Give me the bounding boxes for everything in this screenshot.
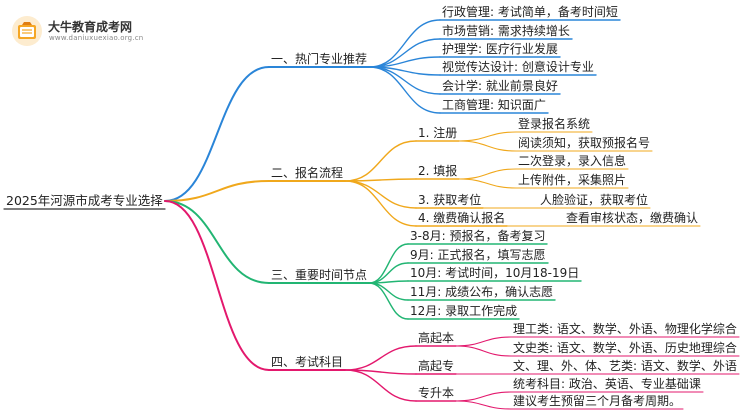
leaf-visual-design: 视觉传达设计: 创意设计专业 xyxy=(442,60,594,74)
branch-connector xyxy=(164,180,270,202)
step-detail: 查看审核状态，缴费确认 xyxy=(566,211,699,225)
leaf-connector xyxy=(455,400,512,410)
branch-hot-majors: 一、热门专业推荐 xyxy=(271,52,368,66)
child-connector xyxy=(368,66,441,114)
child-connector xyxy=(368,262,409,284)
branch-key-dates: 三、重要时间节点 xyxy=(271,268,368,282)
date-item: 3-8月: 预报名，备考复习 xyxy=(410,229,546,243)
child-connector xyxy=(368,282,409,320)
leaf-nursing: 护理学: 医疗行业发展 xyxy=(442,42,558,56)
leaf-marketing: 市场营销: 需求持续增长 xyxy=(442,24,570,38)
leaf-business-admin: 工商管理: 知识面广 xyxy=(442,98,546,112)
child-connector xyxy=(344,369,417,402)
leaf-connector xyxy=(455,336,512,347)
subject-detail: 建议考生预留三个月备考周期。 xyxy=(513,394,682,408)
leaf-accounting: 会计学: 就业前景良好 xyxy=(442,79,558,93)
leaf-connector xyxy=(458,140,517,152)
child-connector xyxy=(368,282,409,301)
step-register: 1. 注册 xyxy=(418,126,458,140)
leaf-connector xyxy=(458,168,517,180)
leaf-connector xyxy=(455,345,512,357)
leaf-connector xyxy=(458,131,517,142)
step-detail: 上传附件，采集照片 xyxy=(518,173,627,187)
child-connector xyxy=(344,345,417,371)
branch-exam-subjects: 四、考试科目 xyxy=(271,355,344,369)
subject-detail: 理工类: 语文、数学、外语、物理化学综合 xyxy=(513,322,737,336)
step-detail: 阅读须知，获取预报名号 xyxy=(518,136,651,150)
child-connector xyxy=(344,180,417,227)
logo-url: www.daniuxuexiao.org.cn xyxy=(49,34,144,42)
branch-registration: 二、报名流程 xyxy=(271,166,344,180)
branch-connector xyxy=(164,200,270,371)
leaf-connector xyxy=(455,391,512,402)
date-item: 9月: 正式报名，填写志愿 xyxy=(410,248,546,262)
date-item: 10月: 考试时间，10月18-19日 xyxy=(410,266,580,280)
root-topic: 2025年河源市成考专业选择 xyxy=(6,193,163,208)
leaf-public-admin: 行政管理: 考试简单，备考时间短 xyxy=(442,5,618,19)
subject-detail: 文史类: 语文、数学、外语、历史地理综合 xyxy=(513,341,737,355)
book-icon xyxy=(12,16,42,46)
branch-connector xyxy=(164,66,270,202)
leaf-connector xyxy=(458,178,517,189)
child-connector xyxy=(344,140,417,182)
date-item: 12月: 录取工作完成 xyxy=(410,304,518,318)
subject-detail: 统考科目: 政治、英语、专业基础课 xyxy=(513,377,701,391)
step-detail: 登录报名系统 xyxy=(518,117,591,131)
step-pay-confirm: 4. 缴费确认报名 xyxy=(418,211,506,225)
step-fill-in: 2. 填报 xyxy=(418,164,458,178)
date-item: 11月: 成绩公布，确认志愿 xyxy=(410,285,554,299)
branch-connector xyxy=(164,200,270,284)
logo-name: 大牛教育成考网 xyxy=(48,20,133,34)
level-college-to-bachelor: 专升本 xyxy=(418,386,455,400)
step-detail: 二次登录，录入信息 xyxy=(518,154,627,168)
logo: 大牛教育成考网 www.daniuxuexiao.org.cn xyxy=(8,12,148,52)
subject-detail: 文、理、外、体、艺类: 语文、数学、外语 xyxy=(513,359,737,373)
mind-map-edges xyxy=(3,19,740,410)
step-get-seat: 3. 获取考位 xyxy=(418,193,482,207)
step-detail: 人脸验证，获取考位 xyxy=(540,193,649,207)
level-high-to-bachelor: 高起本 xyxy=(418,331,455,345)
child-connector xyxy=(368,19,441,68)
level-high-to-college: 高起专 xyxy=(418,359,455,373)
